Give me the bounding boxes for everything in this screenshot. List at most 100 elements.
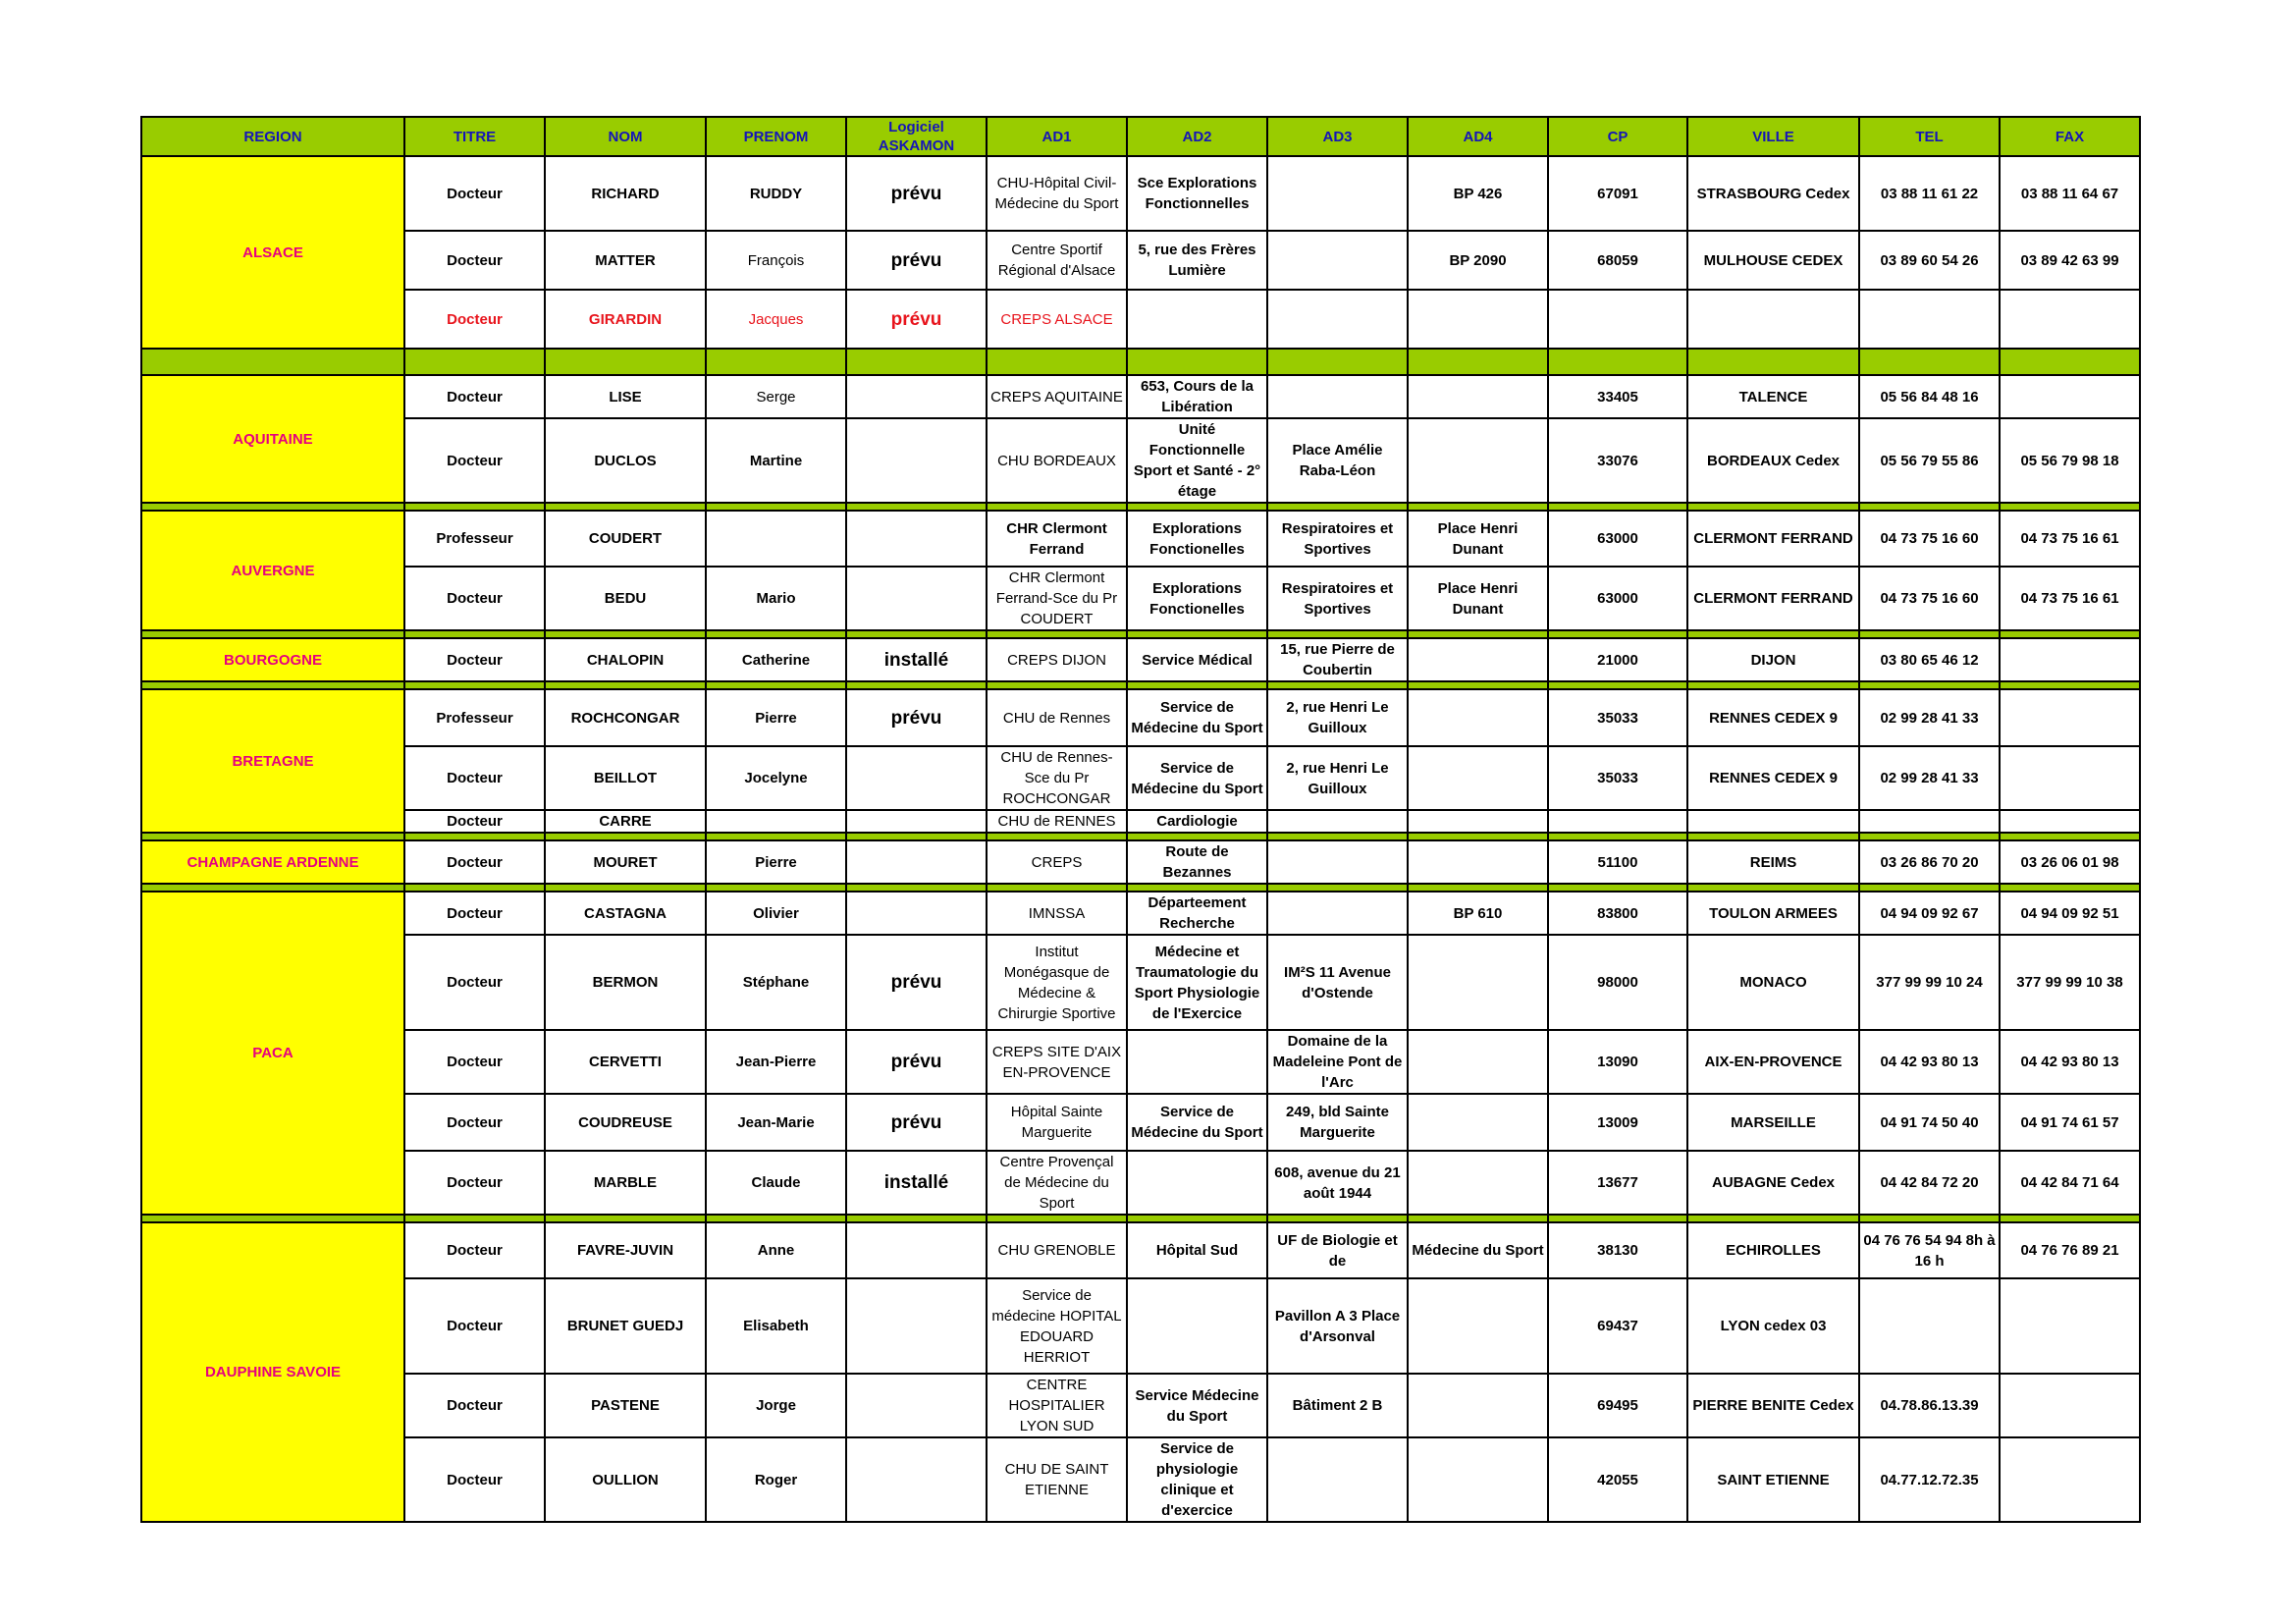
ad4-cell (1407, 1150, 1549, 1216)
ville-cell: STRASBOURG Cedex (1686, 155, 1860, 232)
fax-cell (1999, 809, 2141, 834)
ville-cell: MARSEILLE (1686, 1093, 1860, 1152)
separator-cell (705, 680, 847, 690)
logiciel-cell: installé (845, 637, 988, 682)
separator-cell (140, 680, 405, 690)
ad1-cell: Centre Provençal de Médecine du Sport (986, 1150, 1128, 1216)
titre-cell: Docteur (403, 417, 546, 504)
fax-cell (1999, 1436, 2141, 1523)
titre-cell: Docteur (403, 1373, 546, 1438)
ad2-cell: 5, rue des Frères Lumière (1126, 230, 1268, 291)
separator-cell (845, 1214, 988, 1223)
fax-cell: 04 73 75 16 61 (1999, 510, 2141, 568)
region-cell: BOURGOGNE (140, 637, 405, 682)
ad2-cell: Sce Explorations Fonctionnelles (1126, 155, 1268, 232)
tel-cell: 03 88 11 61 22 (1858, 155, 2001, 232)
separator-cell (1999, 502, 2141, 512)
ad3-cell: IM²S 11 Avenue d'Ostende (1266, 934, 1409, 1031)
ad3-cell: 608, avenue du 21 août 1944 (1266, 1150, 1409, 1216)
separator-cell (1686, 832, 1860, 841)
titre-cell: Docteur (403, 1277, 546, 1375)
separator-cell (544, 883, 707, 893)
header-cp: CP (1547, 116, 1688, 157)
nom-cell: BEDU (544, 566, 707, 631)
prenom-cell: Claude (705, 1150, 847, 1216)
ad4-cell (1407, 839, 1549, 885)
logiciel-cell: prévu (845, 1093, 988, 1152)
ad3-cell: 15, rue Pierre de Coubertin (1266, 637, 1409, 682)
ad4-cell (1407, 934, 1549, 1031)
region-separator (140, 348, 2141, 376)
nom-cell: MOURET (544, 839, 707, 885)
region-separator (140, 883, 2141, 893)
separator-cell (1266, 348, 1409, 376)
separator-cell (1126, 680, 1268, 690)
titre-cell: Docteur (403, 1150, 546, 1216)
ad4-cell (1407, 1029, 1549, 1095)
ville-cell: REIMS (1686, 839, 1860, 885)
separator-cell (403, 832, 546, 841)
separator-cell (1266, 629, 1409, 639)
cp-cell: 13009 (1547, 1093, 1688, 1152)
ad2-cell: Route de Bezannes (1126, 839, 1268, 885)
prenom-cell: Jocelyne (705, 745, 847, 811)
ad3-cell: Pavillon A 3 Place d'Arsonval (1266, 1277, 1409, 1375)
ville-cell: AIX-EN-PROVENCE (1686, 1029, 1860, 1095)
separator-cell (1547, 348, 1688, 376)
fax-cell: 377 99 99 10 38 (1999, 934, 2141, 1031)
titre-cell: Docteur (403, 637, 546, 682)
ville-cell: RENNES CEDEX 9 (1686, 745, 1860, 811)
region-cell: AUVERGNE (140, 510, 405, 631)
prenom-cell: Jean-Marie (705, 1093, 847, 1152)
separator-cell (1547, 832, 1688, 841)
nom-cell: CASTAGNA (544, 891, 707, 936)
ad2-cell: Service de Médecine du Sport (1126, 745, 1268, 811)
titre-cell: Docteur (403, 1436, 546, 1523)
ad1-cell: CHU BORDEAUX (986, 417, 1128, 504)
titre-cell: Docteur (403, 374, 546, 419)
separator-cell (403, 629, 546, 639)
header-prenom: PRENOM (705, 116, 847, 157)
logiciel-cell (845, 1221, 988, 1279)
logiciel-cell (845, 1277, 988, 1375)
separator-cell (845, 348, 988, 376)
prenom-cell: Elisabeth (705, 1277, 847, 1375)
nom-cell: DUCLOS (544, 417, 707, 504)
header-tel: TEL (1858, 116, 2001, 157)
separator-cell (986, 883, 1128, 893)
ad4-cell: BP 610 (1407, 891, 1549, 936)
nom-cell: CHALOPIN (544, 637, 707, 682)
logiciel-cell (845, 510, 988, 568)
separator-cell (1686, 1214, 1860, 1223)
ville-cell: CLERMONT FERRAND (1686, 566, 1860, 631)
separator-cell (140, 629, 405, 639)
tel-cell: 03 26 86 70 20 (1858, 839, 2001, 885)
titre-cell: Docteur (403, 230, 546, 291)
separator-cell (1266, 883, 1409, 893)
separator-cell (1858, 502, 2001, 512)
separator-cell (1126, 502, 1268, 512)
separator-cell (1126, 1214, 1268, 1223)
titre-cell: Docteur (403, 1029, 546, 1095)
header-fax: FAX (1999, 116, 2141, 157)
ad1-cell: CREPS ALSACE (986, 289, 1128, 350)
ad1-cell: CHU DE SAINT ETIENNE (986, 1436, 1128, 1523)
separator-cell (1686, 502, 1860, 512)
titre-cell: Docteur (403, 809, 546, 834)
header-nom: NOM (544, 116, 707, 157)
cp-cell: 51100 (1547, 839, 1688, 885)
separator-cell (1547, 502, 1688, 512)
titre-cell: Docteur (403, 1093, 546, 1152)
separator-cell (544, 832, 707, 841)
ad1-cell: CHU de Rennes (986, 688, 1128, 747)
cp-cell: 21000 (1547, 637, 1688, 682)
ad2-cell: 653, Cours de la Libération (1126, 374, 1268, 419)
cp-cell: 98000 (1547, 934, 1688, 1031)
separator-cell (986, 1214, 1128, 1223)
separator-cell (1858, 680, 2001, 690)
tel-cell (1858, 809, 2001, 834)
ad1-cell: CREPS (986, 839, 1128, 885)
